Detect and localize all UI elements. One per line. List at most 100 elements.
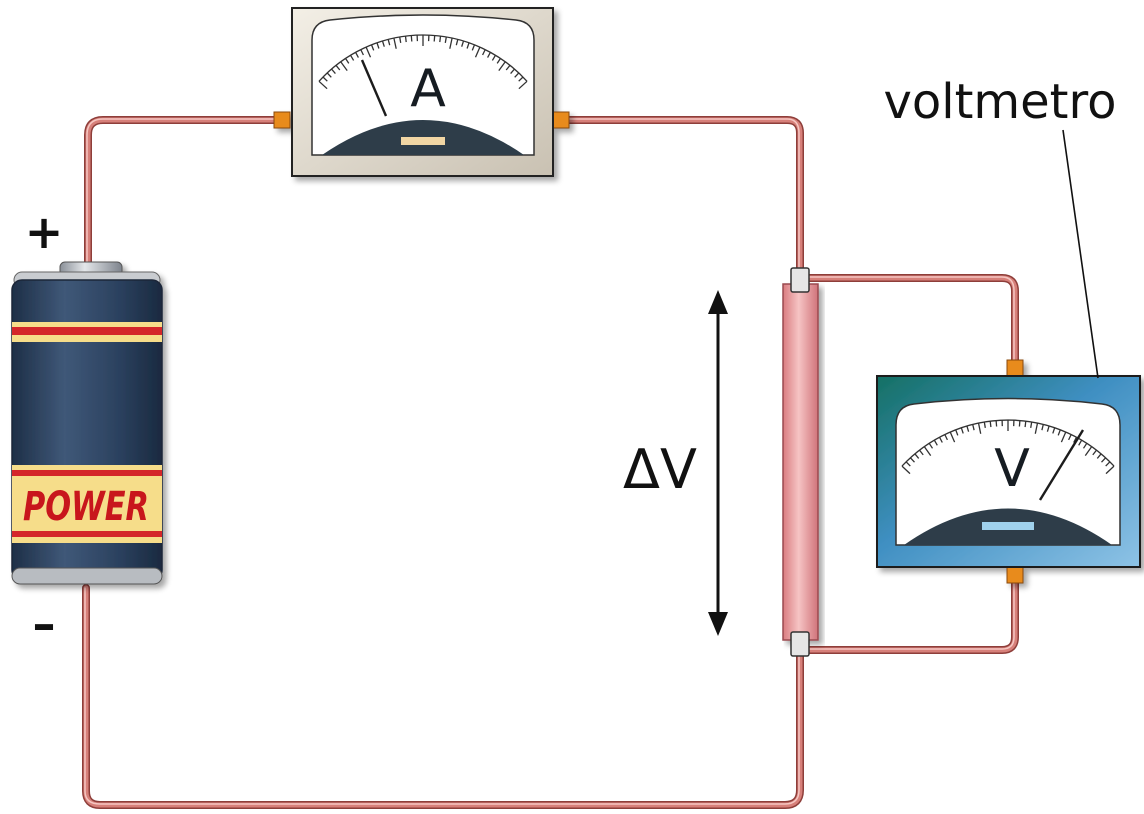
dial-tick: [1096, 453, 1102, 459]
dial-tick: [972, 424, 975, 431]
ammeter-needle: [360, 59, 388, 117]
dial-tick: [1041, 424, 1044, 431]
wire-resistor-to-battery: [82, 584, 804, 809]
dial-tick: [393, 37, 397, 49]
voltmeter-terminal-bottom: [1006, 566, 1024, 584]
dial-tick: [914, 453, 920, 459]
dial-tick: [960, 427, 964, 434]
dial-tick: [1024, 421, 1027, 428]
battery: POWER: [11, 261, 163, 585]
dial-arc: [318, 34, 528, 82]
wire-resistor-top-to-voltmeter: [804, 274, 1019, 364]
dial-tick: [983, 421, 986, 429]
voltmeter-letter: V: [994, 439, 1030, 499]
ammeter-terminal-right: [552, 111, 570, 129]
dial-tick: [909, 457, 915, 463]
negative-terminal-label: –: [33, 597, 56, 651]
dial-tick: [381, 40, 385, 47]
ammeter-display-slot: [401, 137, 445, 145]
dial-tick: [335, 64, 341, 71]
ammeter-terminal-left: [273, 111, 291, 129]
dial-tick: [923, 446, 932, 456]
dial-tick: [510, 68, 515, 75]
dial-tick: [474, 46, 481, 58]
dial-tick: [949, 431, 956, 443]
dial-tick: [471, 44, 476, 51]
dial-tick: [498, 61, 506, 71]
dial-tick: [365, 46, 372, 58]
dial-tick: [505, 64, 511, 71]
ammeter: A: [273, 7, 570, 177]
dial-tick: [370, 44, 375, 51]
dial-tick: [1073, 436, 1078, 443]
battery-label-stripe-bottom: [12, 531, 162, 537]
dial-tick: [1084, 446, 1093, 456]
dial-tick: [933, 439, 938, 446]
dial-tick: [355, 51, 359, 58]
dial-tick: [387, 39, 391, 46]
dial-tick: [1078, 439, 1083, 446]
wire-resistor-bottom-to-voltmeter: [804, 576, 1019, 654]
dial-tick: [1034, 422, 1039, 434]
dial-tick: [487, 51, 491, 58]
dial-tick: [491, 54, 497, 61]
resistor-bottom-connector: [790, 631, 810, 657]
ammeter-letter: A: [410, 59, 446, 119]
dial-tick: [905, 461, 911, 467]
positive-terminal-label: +: [25, 205, 64, 259]
dial-tick: [444, 36, 447, 44]
resistor-top-connector: [790, 267, 810, 293]
voltmeter: V: [876, 359, 1141, 584]
dial-tick: [449, 37, 453, 49]
dial-tick: [1082, 442, 1088, 449]
dial-tick: [944, 434, 948, 441]
dial-tick: [326, 72, 332, 78]
voltmeter-display-slot: [982, 522, 1034, 530]
dial-tick: [1092, 449, 1098, 456]
dial-tick: [340, 61, 348, 71]
dial-tick: [404, 36, 407, 43]
dial-tick: [518, 80, 528, 90]
dial-tick: [1052, 427, 1056, 434]
battery-label-stripe-top: [12, 470, 162, 476]
battery-label-band: [12, 465, 162, 543]
dial-tick: [461, 40, 465, 47]
dial-tick: [318, 80, 328, 90]
voltmeter-name-label: voltmetro: [883, 74, 1116, 130]
dial-tick: [966, 425, 970, 432]
dial-tick: [928, 442, 934, 449]
resistor: [782, 283, 819, 641]
voltmeter-scale: [901, 419, 1115, 475]
dial-tick: [1018, 420, 1021, 427]
dial-tick: [349, 54, 355, 61]
dial-tick: [918, 449, 924, 456]
battery-top-stripe: [12, 327, 162, 335]
wire-ammeter-to-resistor: [562, 116, 804, 272]
dial-tick: [433, 35, 436, 42]
dial-tick: [901, 465, 911, 475]
delta-v-label: ΔV: [623, 438, 697, 501]
ammeter-scale: [318, 34, 528, 90]
dial-tick: [518, 76, 524, 82]
dial-tick: [1105, 461, 1111, 467]
dial-tick: [1105, 465, 1115, 475]
dial-tick: [439, 36, 442, 43]
dial-tick: [977, 422, 982, 434]
dial-tick: [1046, 425, 1050, 432]
dial-tick: [331, 68, 336, 75]
dial-tick: [514, 72, 520, 78]
dial-tick: [344, 58, 350, 64]
dial-tick: [989, 421, 992, 428]
dial-tick: [995, 420, 998, 427]
wires: [82, 116, 1019, 809]
dial-tick: [410, 35, 413, 42]
dial-tick: [1068, 434, 1072, 441]
dial-tick: [399, 36, 402, 44]
dial-tick: [466, 42, 470, 49]
dial-tick: [1030, 421, 1033, 429]
voltmeter-callout-line: [1062, 129, 1099, 379]
delta-v-arrow: [708, 290, 728, 636]
dial-tick: [1101, 457, 1107, 463]
dial-tick: [938, 436, 943, 443]
